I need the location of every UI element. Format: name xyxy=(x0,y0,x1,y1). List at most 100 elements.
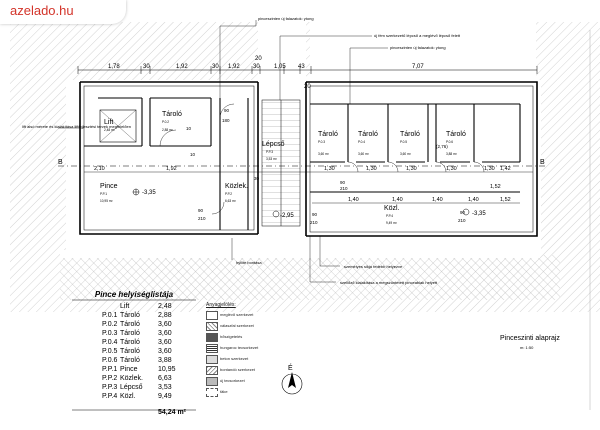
room-area-kozlek: 6,63 m² xyxy=(225,199,236,203)
site-watermark-text: azelado.hu xyxy=(10,3,74,18)
room-area-p02: 2,88 m² xyxy=(162,128,173,132)
dim-bot-1: 1,40 xyxy=(348,197,359,203)
section-mark-right: B xyxy=(540,159,545,166)
annotation-left: lift alsó mérete és kialakítása liftfejl… xyxy=(22,124,131,129)
plan-title: Pinceszinti alaprajz xyxy=(500,335,560,342)
annotation-down-1: személyes sikja fedebb helyezve xyxy=(344,264,403,269)
annotation-top-2: új fém szerkezetű lépcső a meglévő lépcs… xyxy=(374,33,461,38)
dimension-ticks-top xyxy=(77,66,538,74)
room-area-p03: 3,60 m² xyxy=(318,152,329,156)
annotation-down-2: szellőző kialakítása a megszüntetett pin… xyxy=(340,280,438,285)
room-name-p06: Tároló xyxy=(446,131,466,138)
room-code-p04: P.0.4 xyxy=(358,140,365,144)
room-code-p03: P.0.3 xyxy=(318,140,325,144)
dim-mid-2: 1,92 xyxy=(166,166,177,172)
dim-bot-2: 1,40 xyxy=(392,197,403,203)
room-code-p06: P.0.6 xyxy=(446,140,453,144)
legend-title: Anyagjelölés: xyxy=(206,302,236,308)
outer-walls xyxy=(79,81,538,237)
dim-mid-4: 1,30 xyxy=(366,166,377,172)
annotation-top-3: pinceszinten új falazatok: ytong xyxy=(390,45,446,50)
room-code-pince: P.P.1 xyxy=(100,192,107,196)
upper-right-clear xyxy=(310,20,536,100)
site-watermark-badge: azelado.hu xyxy=(0,0,126,24)
dim-bot-5: 1,52 xyxy=(500,197,511,203)
dim-mid-8: 1,52 xyxy=(490,184,501,190)
dim-mid-3: 1,30 xyxy=(324,166,335,172)
legend-item: hungaroc tecsorkezet xyxy=(206,344,286,354)
room-name-p05: Tároló xyxy=(400,131,420,138)
room-area-lift: 2,48 m² xyxy=(104,128,115,132)
dim-210d: 210 xyxy=(458,218,466,223)
room-name-p04: Tároló xyxy=(358,131,378,138)
dim-90b: 90 xyxy=(198,208,204,213)
dim-top-9: 43 xyxy=(298,64,305,70)
dim-bot-4: 1,40 xyxy=(468,197,479,203)
dim-top-1: 1,78 xyxy=(108,64,120,70)
dim-2-76: (2,76) xyxy=(436,144,448,149)
dim-mid-1: 2,10 xyxy=(94,166,105,172)
room-code-kozl: P.P.4 xyxy=(386,214,393,218)
dim-180: 180 xyxy=(222,118,230,123)
dim-90d: 90 xyxy=(340,180,346,185)
dim-top-4: 30 xyxy=(212,64,219,70)
north-arrow-icon xyxy=(281,372,303,395)
lift-shaft xyxy=(99,109,137,143)
annotation-top-1: pinceszinten új falazatok: ytong xyxy=(258,16,314,21)
dim-10b: 10 xyxy=(186,126,192,131)
dim-mid-5: 1,30 xyxy=(406,166,417,172)
door-swings xyxy=(159,103,485,215)
legend-item: válaszfal szerkezet xyxy=(206,322,286,332)
dim-top-7: 20 xyxy=(255,56,262,62)
dim-10a: 10 xyxy=(190,152,196,157)
dim-top-6: 30 xyxy=(253,64,260,70)
legend-item: meglévő szerkezet xyxy=(206,311,286,321)
dim-mid-6: 1,30 xyxy=(446,166,457,172)
dim-90c: 90 xyxy=(312,212,318,217)
dim-210b: 210 xyxy=(310,220,318,225)
dim-210a: 210 xyxy=(198,216,206,221)
legend-item: täke xyxy=(206,388,286,398)
plan-area xyxy=(66,80,541,250)
stair-shaft-clear xyxy=(258,20,306,100)
dim-90a: 90 xyxy=(224,108,230,113)
legend-item: hőszigetelés xyxy=(206,333,286,343)
room-name-pince: Pince xyxy=(100,183,118,190)
dim-mid-9: 1,42 xyxy=(500,166,511,172)
room-table-title: Pince helyiséglistája xyxy=(94,290,174,299)
room-area-p05: 3,60 m² xyxy=(400,152,411,156)
room-code-stair: P.P.3 xyxy=(266,150,273,154)
room-table-frame xyxy=(72,299,196,411)
room-area-p04: 3,60 m² xyxy=(358,152,369,156)
legend-item: beton szerkezet xyxy=(206,355,286,365)
level-kozl: -3,35 xyxy=(472,211,486,217)
interior-walls xyxy=(84,97,521,230)
room-code-p02: P.0.2 xyxy=(162,120,169,124)
room-area-stair: 3,53 m² xyxy=(266,157,277,161)
room-name-stair: Lépcső xyxy=(262,141,285,148)
level-markers xyxy=(132,188,470,218)
dim-20: 20 xyxy=(304,84,311,90)
dim-top-2: 30 xyxy=(143,64,150,70)
room-code-kozlek: P.P.2 xyxy=(225,192,232,196)
room-table-total: 54,24 m² xyxy=(158,409,187,416)
dim-90e: 90 xyxy=(460,210,466,215)
room-name-kozl: Közl. xyxy=(384,205,400,212)
room-area-p06: 3,88 m² xyxy=(446,152,457,156)
dim-top-5: 1,92 xyxy=(228,64,240,70)
legend-item: új tecsorkezet xyxy=(206,377,286,387)
dim-210c: 210 xyxy=(340,186,348,191)
